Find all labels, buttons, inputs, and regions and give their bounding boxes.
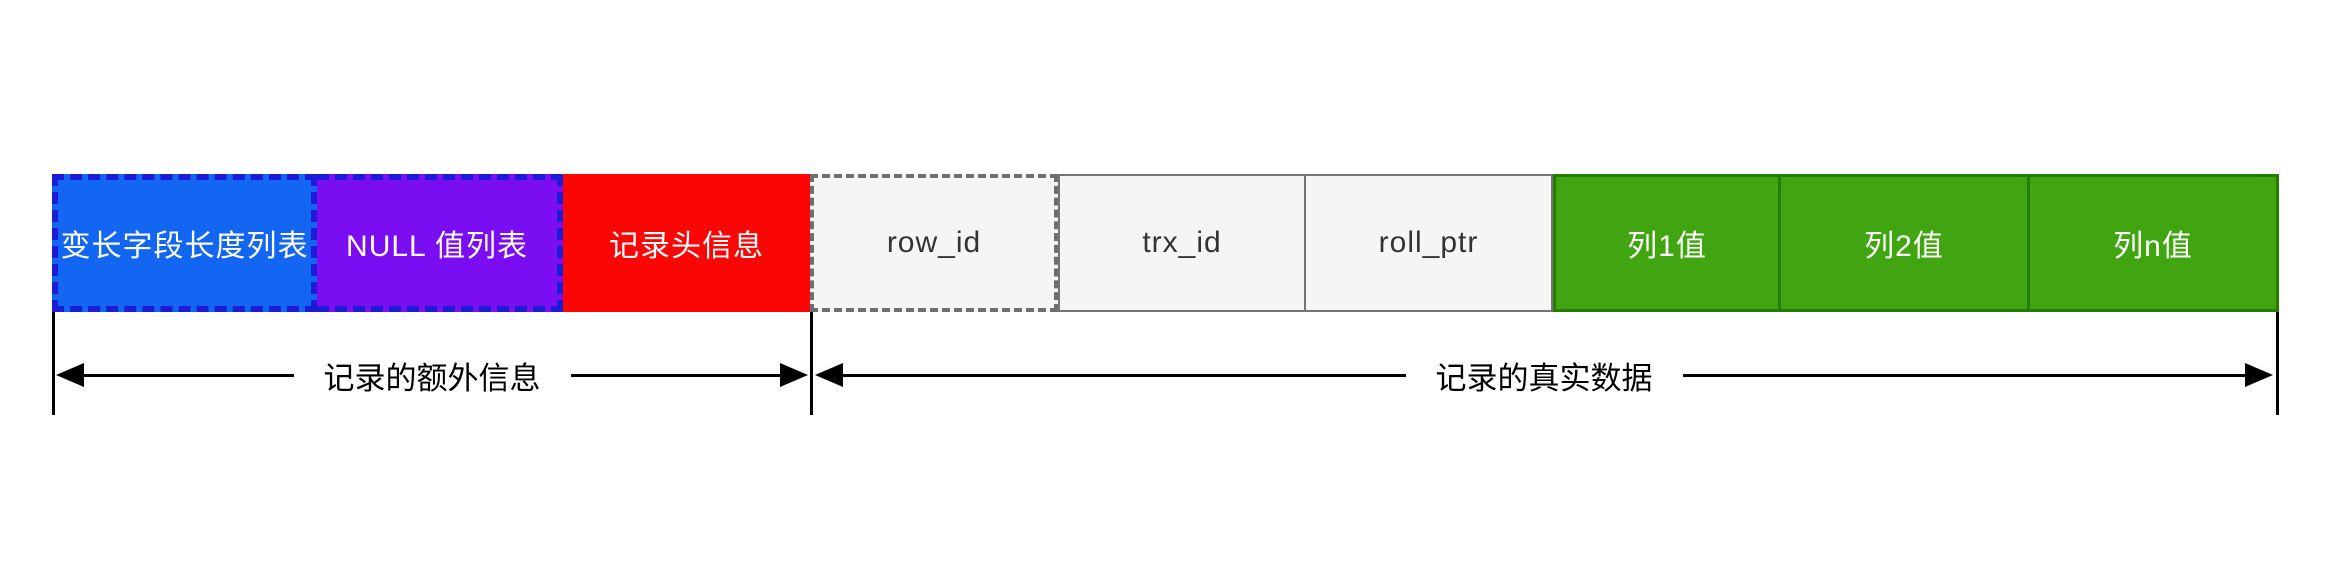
segment-roll-ptr-label: roll_ptr [1378, 226, 1479, 259]
segment-col2-value-label: 列2值 [1864, 230, 1944, 263]
segment-trx-id: trx_id [1058, 174, 1306, 312]
tick-left [52, 312, 55, 415]
tick-right [2276, 312, 2279, 415]
dimension-real-data-label: 记录的真实数据 [1435, 360, 1653, 396]
segment-record-header: 记录头信息 [563, 174, 810, 312]
segment-null-list-label: NULL 值列表 [346, 230, 528, 263]
segment-null-list: NULL 值列表 [317, 174, 563, 312]
segment-col2-value: 列2值 [1781, 174, 2030, 312]
arrowhead-right-icon [780, 363, 808, 387]
dimension-line [84, 373, 294, 377]
dimension-extra-info: 记录的额外信息 [56, 352, 808, 398]
dimension-line [1682, 373, 2245, 377]
arrowhead-left-icon [815, 363, 843, 387]
tick-middle [810, 312, 813, 415]
segment-coln-value-label: 列n值 [2113, 230, 2193, 263]
segment-roll-ptr: roll_ptr [1306, 174, 1553, 312]
arrowhead-left-icon [56, 363, 84, 387]
record-bar: 变长字段长度列表 NULL 值列表 记录头信息 row_id trx_id ro… [52, 174, 2279, 312]
segment-row-id: row_id [810, 174, 1058, 312]
dimension-line [843, 373, 1406, 377]
segment-coln-value: 列n值 [2030, 174, 2279, 312]
dimension-line [570, 373, 780, 377]
segment-varlen-list-label: 变长字段长度列表 [60, 230, 309, 263]
dimension-real-data: 记录的真实数据 [815, 352, 2273, 398]
segment-col1-value: 列1值 [1553, 174, 1781, 312]
segment-row-id-label: row_id [886, 226, 982, 259]
segment-trx-id-label: trx_id [1142, 226, 1222, 259]
arrowhead-right-icon [2245, 363, 2273, 387]
segment-record-header-label: 记录头信息 [609, 230, 764, 263]
dimension-extra-info-label: 记录的额外信息 [323, 360, 541, 396]
segment-col1-value-label: 列1值 [1627, 230, 1707, 263]
segment-varlen-list: 变长字段长度列表 [52, 174, 317, 312]
